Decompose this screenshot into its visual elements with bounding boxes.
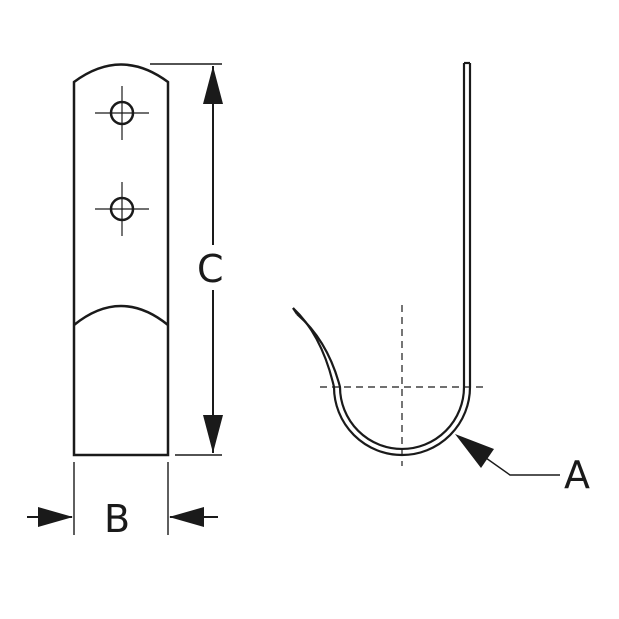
front-view-bend-arc <box>73 304 169 326</box>
dimension-b-arrow-right <box>169 507 204 527</box>
label-a: A <box>564 453 590 497</box>
dimension-b-arrow-left <box>38 507 73 527</box>
label-b: B <box>104 497 130 541</box>
leader-a <box>455 434 560 476</box>
hook-profile-inner <box>296 63 466 451</box>
front-view-outline <box>72 63 170 457</box>
front-view <box>72 63 170 457</box>
bend-center-lines <box>320 305 488 466</box>
screw-hole-bottom <box>95 182 149 236</box>
label-c: C <box>197 247 224 291</box>
dimension-b <box>27 462 218 535</box>
leader-a-arrow <box>455 434 494 468</box>
screw-hole-top <box>95 86 149 140</box>
side-view <box>292 61 472 457</box>
dimension-c <box>150 63 223 456</box>
dimension-c-arrow-top <box>203 66 223 104</box>
hook-profile-outer <box>292 63 472 457</box>
leader-a-line <box>485 457 560 476</box>
dimension-c-arrow-bottom <box>203 415 223 453</box>
hook-tip-end <box>292 307 298 315</box>
